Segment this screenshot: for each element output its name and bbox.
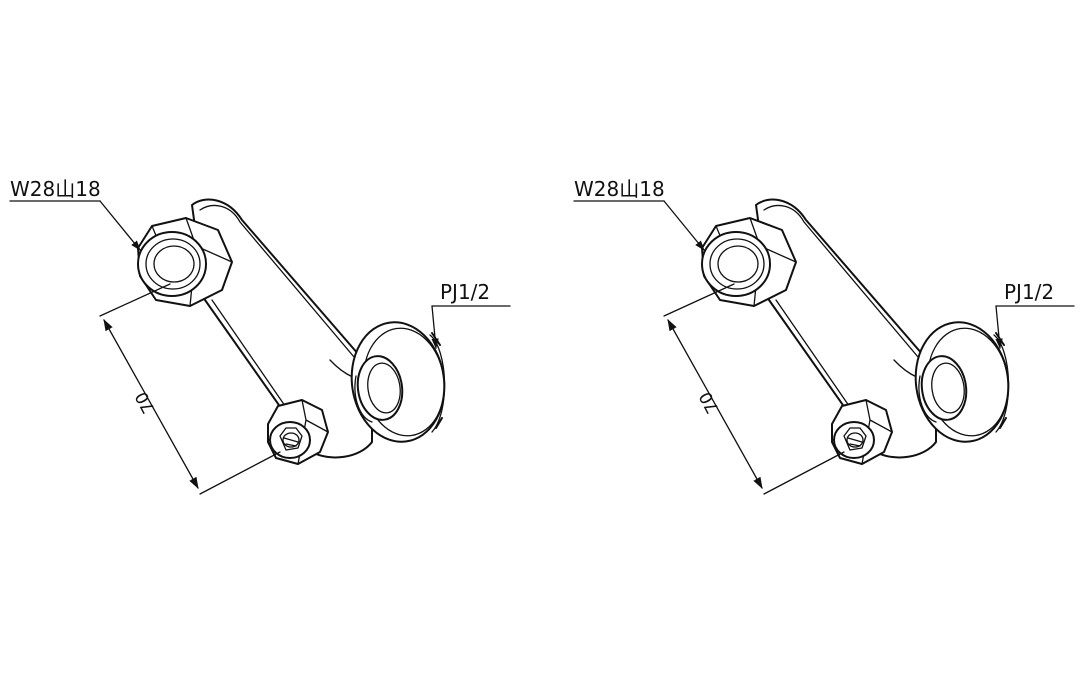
hex-nut-top — [701, 217, 797, 307]
fitting-diagram-left: 70 W28山18 PJ1/2 — [9, 177, 511, 495]
hex-nut-bottom — [831, 399, 893, 465]
leader-pj: PJ1/2 — [431, 280, 511, 350]
leader-w28: W28山18 — [9, 177, 141, 251]
eccentric-arm — [755, 198, 937, 459]
thread-nut-label: W28山18 — [574, 177, 665, 201]
leader-w28: W28山18 — [573, 177, 705, 251]
pipe-thread-label: PJ1/2 — [440, 280, 490, 304]
pipe-thread-label: PJ1/2 — [1004, 280, 1054, 304]
hex-nut-bottom — [267, 399, 329, 465]
thread-nut-label: W28山18 — [10, 177, 101, 201]
hex-nut-top — [137, 217, 233, 307]
fitting-diagram-right: 70 W28山18 PJ1/2 — [573, 177, 1075, 495]
leader-pj: PJ1/2 — [995, 280, 1075, 350]
